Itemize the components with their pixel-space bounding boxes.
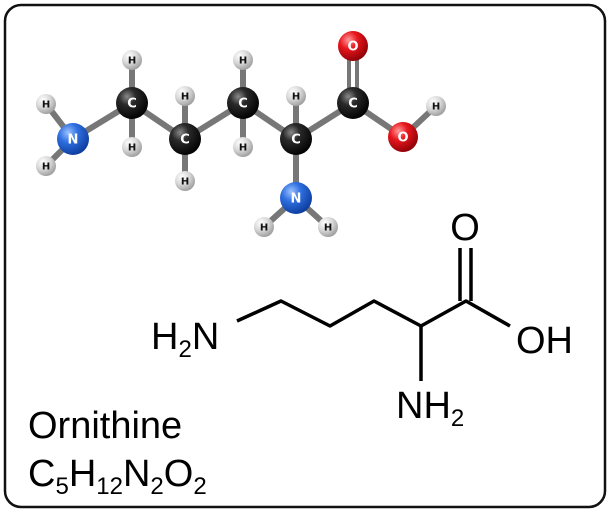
atom-sphere: [36, 156, 56, 176]
atom-h: H: [36, 94, 56, 114]
atom-sphere: [280, 182, 312, 214]
formula-subscript: 2: [150, 473, 163, 500]
atom-symbol: N: [291, 192, 302, 207]
atom-symbol: H: [432, 102, 440, 113]
atom-sphere: [122, 137, 142, 157]
atom-symbol: H: [292, 92, 300, 103]
compound-name: Ornithine: [28, 405, 182, 447]
atom-h: H: [254, 217, 274, 237]
atom-sphere: [280, 123, 312, 155]
atom-symbol: H: [324, 223, 332, 234]
atom-sphere: [116, 87, 148, 119]
atom-c: C: [227, 87, 259, 119]
carbon-chain: [236, 299, 511, 328]
formula-subscript: 5: [55, 473, 68, 500]
atom-sphere: [318, 217, 338, 237]
atom-symbol: H: [128, 56, 136, 67]
atom-symbol: C: [238, 97, 248, 112]
hydroxyl-label: OH: [516, 320, 573, 362]
atom-o: O: [338, 31, 368, 61]
atom-sphere: [254, 217, 274, 237]
atom-sphere: [286, 86, 306, 106]
atom-sphere: [175, 86, 195, 106]
atom-h: H: [36, 156, 56, 176]
skeletal-structure: [236, 248, 511, 381]
oxo-label: O: [450, 207, 480, 249]
atom-n: N: [280, 182, 312, 214]
atom-h: H: [286, 86, 306, 106]
atom-n: N: [57, 123, 89, 155]
atom-h: H: [175, 171, 195, 191]
atom-symbol: H: [42, 162, 50, 173]
atom-sphere: [338, 31, 368, 61]
atom-sphere: [337, 87, 369, 119]
atom-symbol: C: [291, 133, 301, 148]
atom-c: C: [337, 87, 369, 119]
atom-c: C: [169, 123, 201, 155]
atom-symbol: O: [347, 40, 358, 55]
atom-symbol: H: [181, 177, 189, 188]
formula-element: H: [69, 453, 96, 495]
atom-sphere: [227, 87, 259, 119]
atom-sphere: [169, 123, 201, 155]
atom-symbol: C: [348, 97, 358, 112]
atom-symbol: H: [239, 56, 247, 67]
atom-c: C: [116, 87, 148, 119]
atom-sphere: [57, 123, 89, 155]
atom-sphere: [175, 171, 195, 191]
molecular-formula: C5H12N2O2: [28, 453, 207, 500]
atom-symbol: H: [128, 143, 136, 154]
formula-element: O: [164, 453, 194, 495]
outer-border: [3, 3, 607, 509]
atom-sphere: [122, 50, 142, 70]
atom-symbol: O: [397, 131, 408, 146]
atom-symbol: H: [42, 100, 50, 111]
ball-stick-atoms: N C C C C C O O N H H H H H H H H H H H H: [36, 31, 446, 237]
atom-symbol: C: [180, 133, 190, 148]
atom-o: O: [388, 122, 418, 152]
atom-h: H: [122, 137, 142, 157]
formula-element: N: [123, 453, 150, 495]
formula-subscript: 2: [193, 473, 206, 500]
atom-sphere: [36, 94, 56, 114]
atom-h: H: [233, 50, 253, 70]
atom-symbol: N: [68, 133, 79, 148]
formula-element: C: [28, 453, 55, 495]
atom-h: H: [426, 96, 446, 116]
amine-bottom-label: NH2: [396, 385, 464, 432]
atom-sphere: [233, 50, 253, 70]
atom-symbol: H: [181, 92, 189, 103]
atom-c: C: [280, 123, 312, 155]
atom-symbol: C: [127, 97, 137, 112]
atom-h: H: [175, 86, 195, 106]
atom-h: H: [233, 137, 253, 157]
atom-h: H: [318, 217, 338, 237]
atom-sphere: [426, 96, 446, 116]
atom-h: H: [122, 50, 142, 70]
formula-subscript: 12: [96, 473, 123, 500]
atom-sphere: [388, 122, 418, 152]
atom-sphere: [233, 137, 253, 157]
atom-symbol: H: [260, 223, 268, 234]
atom-symbol: H: [239, 143, 247, 154]
amine-left-label: H2N: [151, 316, 219, 363]
